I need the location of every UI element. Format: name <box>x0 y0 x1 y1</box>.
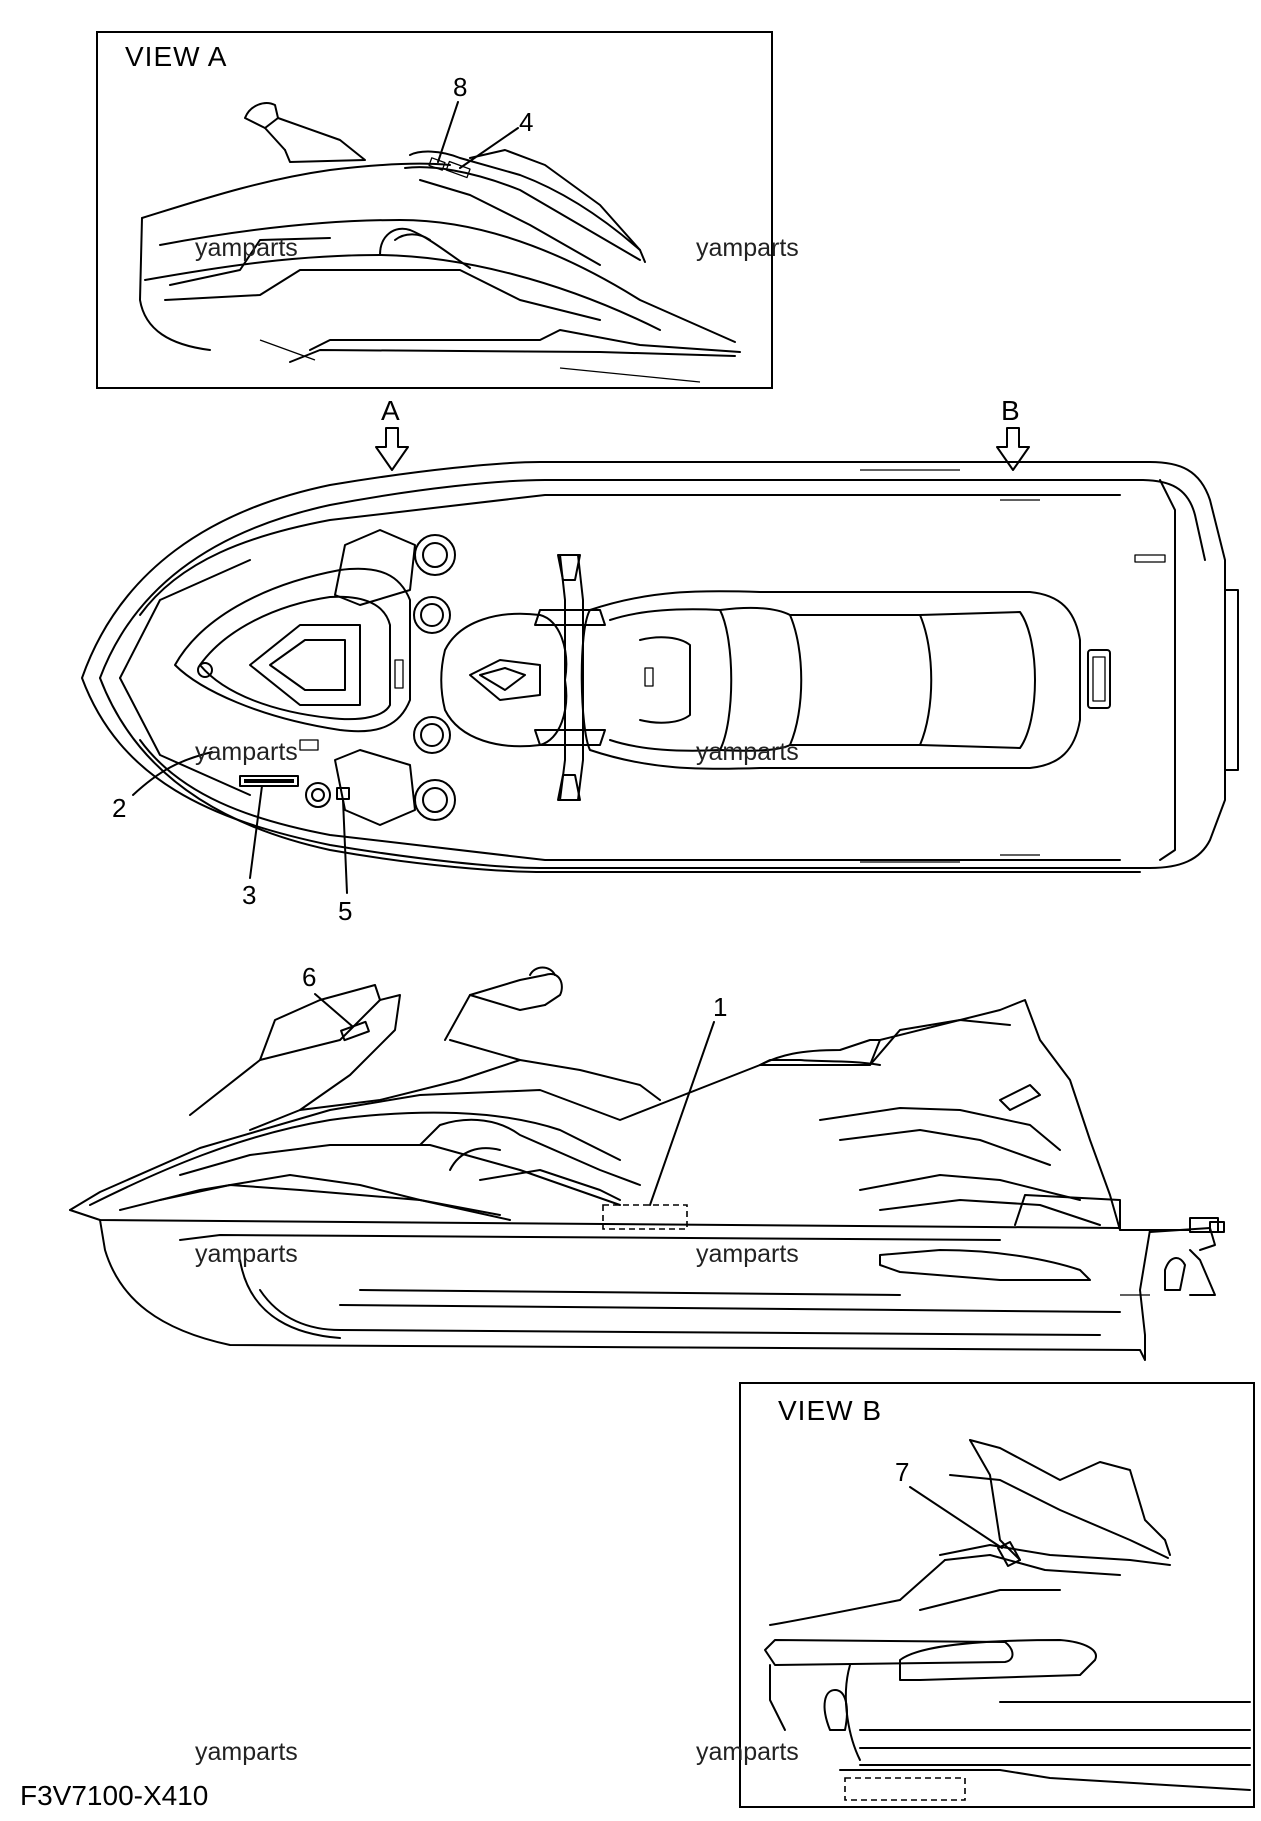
leader-1 <box>649 1021 715 1206</box>
view-a-panel: VIEW A 8 <box>96 31 799 389</box>
top-view-craft <box>81 461 1239 873</box>
leader-4 <box>459 127 519 169</box>
callout-3: 3 <box>242 880 256 910</box>
view-b-craft <box>764 1439 1251 1801</box>
top-view: A B <box>81 395 1239 926</box>
leader-5 <box>342 799 348 894</box>
side-view: 6 1 yamparts yamparts <box>69 962 1225 1361</box>
callout-8: 8 <box>453 72 467 102</box>
arrow-a-label: A <box>381 395 401 426</box>
leader-7 <box>909 1486 1003 1549</box>
callout-2: 2 <box>112 793 126 823</box>
view-b-frame <box>739 1382 1255 1808</box>
view-a-title: VIEW A <box>125 41 227 72</box>
watermark: yamparts <box>696 738 799 766</box>
callout-7: 7 <box>895 1457 909 1487</box>
callout-5: 5 <box>338 896 352 926</box>
view-b-panel: VIEW B 7 yamparts <box>696 1382 1255 1808</box>
watermark: yamparts <box>696 1240 799 1268</box>
watermark: yamparts <box>195 1738 298 1766</box>
watermark: yamparts <box>696 234 799 262</box>
figure-code: F3V7100-X410 <box>20 1780 208 1811</box>
callout-1: 1 <box>713 992 727 1022</box>
watermark: yamparts <box>195 234 298 262</box>
leader-8 <box>437 101 459 163</box>
watermark: yamparts <box>696 1738 799 1766</box>
view-a-frame <box>96 31 773 389</box>
leader-3 <box>249 785 263 879</box>
view-a-craft <box>139 102 741 383</box>
arrow-b-label: B <box>1001 395 1021 426</box>
side-view-craft <box>69 966 1225 1361</box>
leader-6 <box>314 993 353 1027</box>
watermark: yamparts <box>195 738 298 766</box>
arrow-a <box>375 427 409 471</box>
callout-4: 4 <box>519 107 533 137</box>
watermark: yamparts <box>195 1240 298 1268</box>
view-b-title: VIEW B <box>778 1395 882 1426</box>
leader-2 <box>132 751 213 796</box>
arrow-b <box>996 427 1030 471</box>
callout-6: 6 <box>302 962 316 992</box>
